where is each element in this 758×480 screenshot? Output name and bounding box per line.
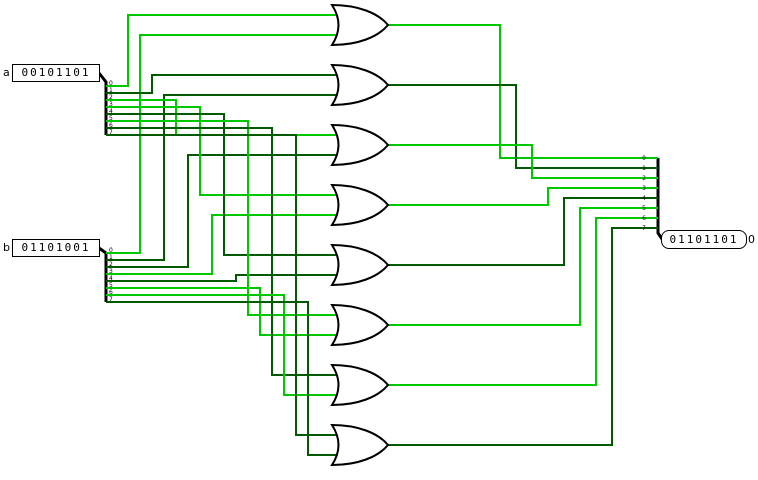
wire-out-bit3 [388, 187, 648, 206]
or-gate-5 [330, 303, 390, 347]
input-b-label: b [3, 241, 10, 254]
or-gate-0 [330, 3, 390, 47]
pin-index-label: 1 [642, 165, 646, 172]
pin-index-label: 7 [109, 129, 113, 136]
pin-index-label: 0 [109, 80, 113, 87]
splitter-out-spine [656, 158, 664, 240]
wire-b-bit6 [118, 294, 340, 396]
pin-index-label: 4 [109, 108, 113, 115]
pin-index-label: 2 [642, 175, 646, 182]
input-a-label: a [3, 66, 10, 79]
wire-a-bit5 [118, 120, 340, 316]
pin-index-label: 3 [109, 101, 113, 108]
pin-index-label: 5 [109, 282, 113, 289]
or-gate-1 [330, 63, 390, 107]
wire-a-bit6 [118, 127, 340, 376]
wire-b-bit4 [118, 274, 340, 282]
wire-b-bit1 [118, 94, 340, 261]
pin-index-label: 3 [109, 268, 113, 275]
pin-index-label: 2 [109, 261, 113, 268]
wire-out-bit6 [388, 217, 648, 386]
wire-out-bit0 [388, 24, 648, 159]
pin-index-label: 1 [109, 254, 113, 261]
wire-a-bit3 [118, 106, 340, 196]
wire-b-bit3 [118, 214, 340, 275]
pin-index-label: 4 [642, 195, 646, 202]
wire-b-bit2 [118, 154, 340, 268]
splitter-b-spine [98, 246, 108, 302]
pin-index-label: 5 [109, 115, 113, 122]
wire-a-bit4 [118, 113, 340, 256]
pin-index-label: 3 [642, 185, 646, 192]
or-gate-6 [330, 363, 390, 407]
wire-a-bit1 [118, 74, 340, 94]
or-gate-3 [330, 183, 390, 227]
wire-b-bit5 [118, 287, 340, 336]
wire-out-bit7 [388, 227, 648, 446]
pin-index-label: 6 [109, 122, 113, 129]
or-gate-2 [330, 123, 390, 167]
pin-index-label: 0 [642, 155, 646, 162]
wire-out-bit4 [388, 197, 648, 266]
wire-a-bit0 [118, 14, 340, 87]
wire-a-bit7 [118, 134, 340, 436]
pin-index-label: 2 [109, 94, 113, 101]
wire-out-bit2 [388, 144, 648, 179]
pin-index-label: 7 [109, 296, 113, 303]
pin-index-label: 6 [642, 215, 646, 222]
wire-out-bit1 [388, 84, 648, 169]
wire-b-bit7 [118, 301, 340, 456]
input-a-pin[interactable]: 00101101 [12, 64, 100, 82]
pin-index-label: 1 [109, 87, 113, 94]
pin-index-label: 4 [109, 275, 113, 282]
wire-b-bit0 [118, 34, 340, 254]
or-gate-4 [330, 243, 390, 287]
input-b-pin[interactable]: 01101001 [12, 239, 100, 257]
or-gate-7 [330, 423, 390, 467]
wire-out-bit5 [388, 207, 648, 326]
wire-a-bit2 [118, 99, 340, 136]
output-label: 0 [748, 233, 755, 246]
splitter-a-spine [97, 72, 108, 135]
pin-index-label: 6 [109, 289, 113, 296]
output-pin: 01101101 [661, 230, 747, 249]
pin-index-label: 7 [642, 225, 646, 232]
pin-index-label: 0 [109, 247, 113, 254]
pin-index-label: 5 [642, 205, 646, 212]
